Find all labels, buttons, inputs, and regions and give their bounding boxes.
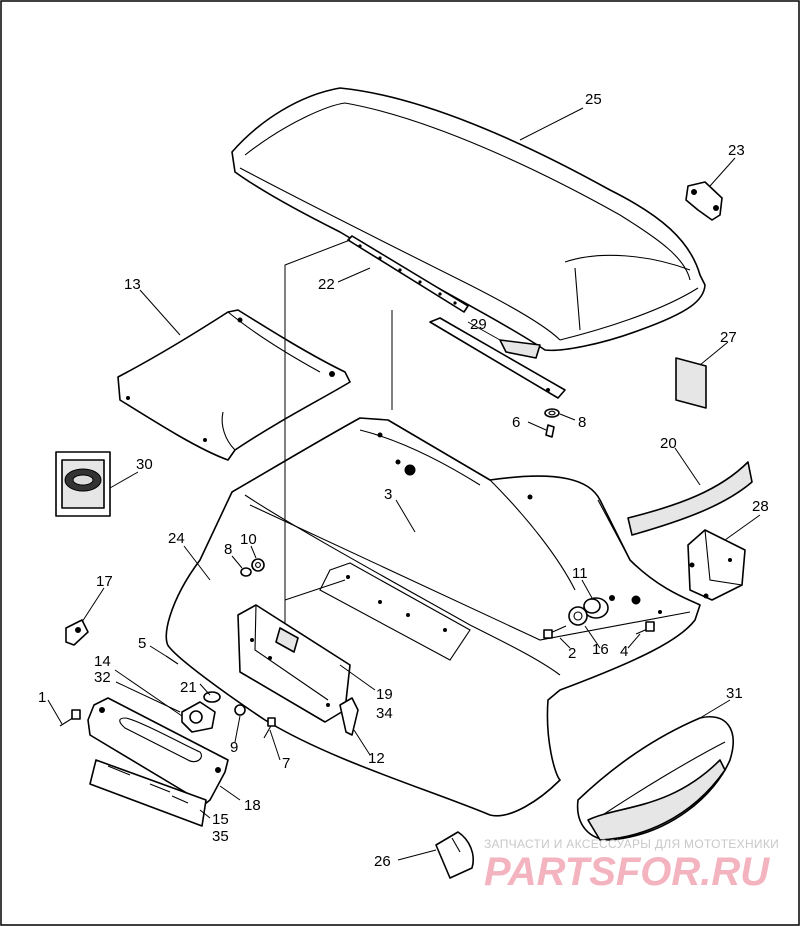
part-27-pad <box>675 357 707 409</box>
callout-15: 15 <box>212 811 229 828</box>
callout-2: 2 <box>568 645 576 662</box>
part-2-screw <box>543 625 567 639</box>
part-29-strap <box>429 317 566 399</box>
callout-27: 27 <box>720 329 737 346</box>
part-1-screw <box>59 709 81 727</box>
callout-24: 24 <box>168 530 185 547</box>
callout-9: 9 <box>230 739 238 756</box>
part-10-nut <box>251 558 265 572</box>
callout-30: 30 <box>136 456 153 473</box>
callout-8-top: 8 <box>578 414 586 431</box>
callout-16: 16 <box>592 641 609 658</box>
callout-19: 19 <box>376 686 393 703</box>
part-31-pad <box>576 716 734 841</box>
part-20-trim <box>627 461 753 536</box>
guide-lines <box>284 239 393 640</box>
watermark-subtitle: ЗАПЧАСТИ И АКСЕССУАРЫ ДЛЯ МОТОТЕХНИКИ <box>484 837 779 851</box>
callout-34: 34 <box>376 705 393 722</box>
part-25-lid <box>231 87 706 352</box>
part-6-screw <box>545 424 555 438</box>
part-5-pin <box>165 655 179 665</box>
callout-25: 25 <box>585 91 602 108</box>
callout-17: 17 <box>96 573 113 590</box>
part-4-screw <box>635 621 655 635</box>
part-8-washer-left <box>240 567 252 577</box>
callout-14: 14 <box>94 653 111 670</box>
part-22-hinge-strip <box>347 235 469 313</box>
watermark-brand: PARTSFOR.RU <box>484 850 770 894</box>
callout-21: 21 <box>180 679 197 696</box>
part-18-handle-plate <box>87 697 229 805</box>
part-11-grommet <box>583 597 609 619</box>
callout-13: 13 <box>124 276 141 293</box>
callout-26: 26 <box>374 853 391 870</box>
callout-12: 12 <box>368 750 385 767</box>
part-21-lock-cylinder <box>181 691 221 733</box>
callout-20: 20 <box>660 435 677 452</box>
part-16-washer <box>568 606 588 626</box>
part-13-liner <box>117 309 351 461</box>
callout-31: 31 <box>726 685 743 702</box>
callout-29: 29 <box>470 316 487 333</box>
callout-28: 28 <box>752 498 769 515</box>
callout-18: 18 <box>244 797 261 814</box>
part-7-screw <box>263 717 276 739</box>
part-28-corner-bracket <box>687 529 746 601</box>
callout-32: 32 <box>94 669 111 686</box>
callout-labels: 25 23 22 29 13 27 6 8 20 30 3 28 24 10 8… <box>38 91 769 870</box>
callout-8-left: 8 <box>224 541 232 558</box>
callout-1: 1 <box>38 689 46 706</box>
leader-lines <box>47 107 761 861</box>
part-12-lever <box>339 697 359 736</box>
part-9-nut <box>234 704 246 716</box>
callout-10: 10 <box>240 531 257 548</box>
part-17-clip <box>65 619 89 646</box>
callout-5: 5 <box>138 635 146 652</box>
callout-11: 11 <box>572 565 588 582</box>
callout-22: 22 <box>318 276 335 293</box>
callout-7: 7 <box>282 755 290 772</box>
part-30-kit-box <box>55 451 111 517</box>
watermark: ЗАПЧАСТИ И АКСЕССУАРЫ ДЛЯ МОТОТЕХНИКИ PA… <box>484 837 779 894</box>
callout-35: 35 <box>212 828 229 845</box>
part-24-body <box>165 417 701 817</box>
callout-23: 23 <box>728 142 745 159</box>
callout-3: 3 <box>384 486 392 503</box>
part-8-washer-top <box>544 408 560 418</box>
callout-4: 4 <box>620 643 628 660</box>
part-15-decal <box>89 759 207 827</box>
part-26-clip <box>435 831 474 879</box>
callout-6: 6 <box>512 414 520 431</box>
part-23-bracket <box>685 181 723 221</box>
